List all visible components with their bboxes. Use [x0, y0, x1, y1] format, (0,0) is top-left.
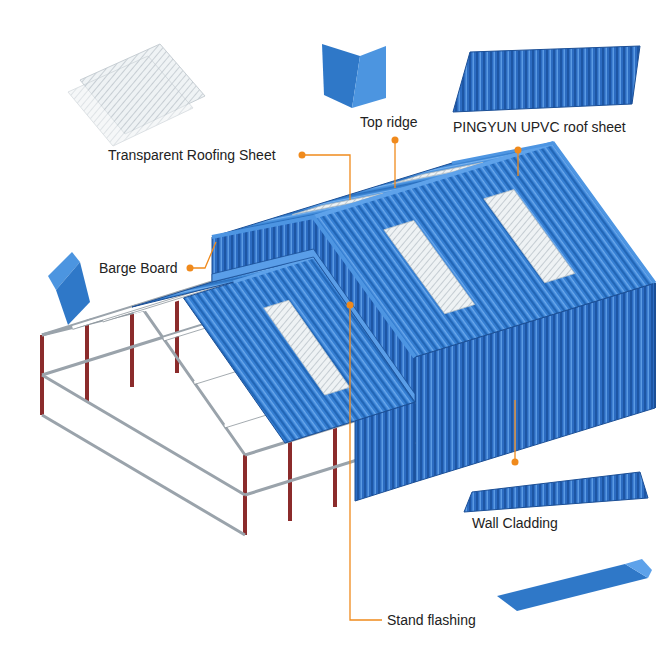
leader-dot	[512, 459, 519, 466]
transparent-strip	[264, 300, 350, 395]
leader-lines	[190, 140, 518, 620]
wall-cladding-sample	[464, 472, 648, 512]
leader-line	[517, 150, 518, 176]
barge-board-sample	[56, 262, 90, 325]
part-label: Stand flashing	[387, 612, 476, 629]
leader-dot	[347, 302, 354, 309]
leader-dot	[392, 137, 399, 144]
ground-beam	[42, 415, 245, 535]
leader-dot	[187, 265, 194, 272]
leader-dot	[515, 147, 522, 154]
part-label: Wall Cladding	[472, 515, 558, 532]
leader-line	[190, 242, 216, 268]
tie-beam	[42, 322, 212, 375]
stand-flashing-sample	[497, 564, 648, 611]
top-ridge-sample	[352, 46, 386, 108]
part-label: PINGYUN UPVC roof sheet	[453, 119, 626, 136]
leader-line	[514, 400, 515, 462]
barge-board	[452, 143, 655, 283]
leader-line	[394, 140, 395, 188]
tie-beam	[42, 375, 245, 495]
corner-trim	[654, 283, 656, 408]
transparent-strip	[384, 221, 475, 314]
transparent-strip	[484, 190, 575, 283]
part-label: Barge Board	[99, 260, 178, 277]
leader-dot	[299, 152, 306, 159]
part-label: Top ridge	[360, 114, 418, 131]
stand-flashing	[212, 249, 415, 402]
part-label: Transparent Roofing Sheet	[108, 147, 276, 164]
roof-sheet-sample	[453, 46, 640, 112]
transparent-sheet-sample	[68, 56, 193, 146]
stand-flashing-sample	[625, 559, 652, 578]
leader-line	[302, 155, 350, 200]
leader-dots	[187, 137, 522, 466]
leader-line	[350, 305, 382, 620]
